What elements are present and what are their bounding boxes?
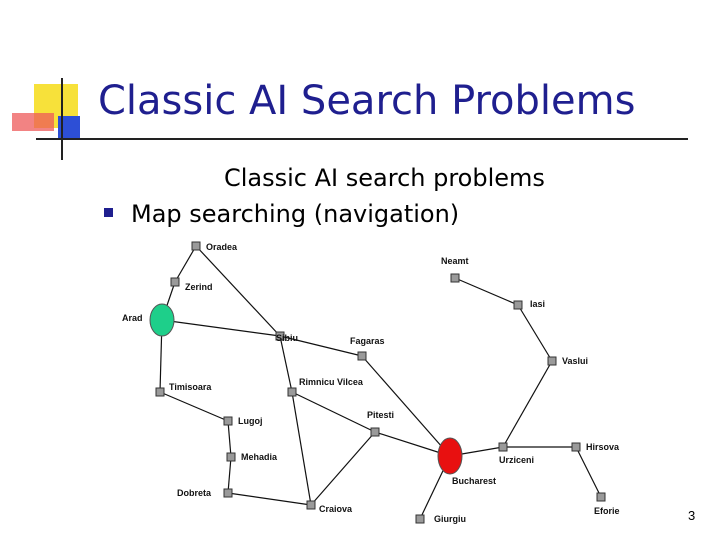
city-node-eforie <box>596 492 606 502</box>
road-vaslui-iasi <box>517 304 553 362</box>
road-timisoara-lugoj <box>159 391 229 422</box>
road-rimnicu-pitesti <box>291 391 376 433</box>
start-node-arad <box>149 303 175 337</box>
city-label-arad: Arad <box>122 313 143 323</box>
city-label-pitesti: Pitesti <box>367 410 394 420</box>
road-oradea-zerind <box>174 245 197 283</box>
city-label-craiova: Craiova <box>319 504 353 514</box>
city-node-urziceni <box>498 442 508 452</box>
title-rule <box>36 138 688 140</box>
city-label-iasi: Iasi <box>530 299 545 309</box>
city-node-craiova <box>306 500 316 510</box>
city-node-sibiu <box>275 331 285 341</box>
city-label-sibiu: Sibiu <box>276 333 298 343</box>
city-label-eforie: Eforie <box>594 506 620 516</box>
city-node-hirsova <box>571 442 581 452</box>
city-node-timisoara <box>155 387 165 397</box>
city-label-timisoara: Timisoara <box>169 382 212 392</box>
city-label-dobreta: Dobreta <box>177 488 212 498</box>
city-label-oradea: Oradea <box>206 242 238 252</box>
city-node-rimnicu <box>287 387 297 397</box>
slide-title: Classic AI Search Problems <box>98 78 636 124</box>
city-label-urziceni: Urziceni <box>499 455 534 465</box>
city-label-mehadia: Mehadia <box>241 452 278 462</box>
goal-node-bucharest <box>437 437 463 475</box>
road-sibiu-rimnicu <box>279 335 293 393</box>
page-number: 3 <box>688 508 696 523</box>
slide-heading: Classic AI search problems <box>224 164 545 192</box>
road-arad-sibiu <box>161 319 281 337</box>
city-node-fagaras <box>357 351 367 361</box>
logo-red-bar <box>12 113 54 131</box>
city-label-giurgiu: Giurgiu <box>434 514 466 524</box>
city-node-oradea <box>191 241 201 251</box>
road-oradea-sibiu <box>195 245 281 337</box>
road-fagaras-bucharest <box>361 355 451 457</box>
bullet-text: Map searching (navigation) <box>131 200 460 228</box>
city-label-vaslui: Vaslui <box>562 356 588 366</box>
city-node-vaslui <box>547 356 557 366</box>
city-node-neamt <box>450 273 460 283</box>
city-node-zerind <box>170 277 180 287</box>
city-label-rimnicu: Rimnicu Vilcea <box>299 377 364 387</box>
city-label-fagaras: Fagaras <box>350 336 385 346</box>
map-roads <box>159 245 602 520</box>
city-node-giurgiu <box>415 514 425 524</box>
city-label-zerind: Zerind <box>185 282 213 292</box>
road-urziceni-vaslui <box>502 360 553 448</box>
logo-blue-square <box>58 116 80 140</box>
road-dobreta-craiova <box>227 492 312 506</box>
road-rimnicu-craiova <box>291 391 312 506</box>
city-node-pitesti <box>370 427 380 437</box>
city-node-iasi <box>513 300 523 310</box>
city-node-lugoj <box>223 416 233 426</box>
city-label-hirsova: Hirsova <box>586 442 620 452</box>
city-node-mehadia <box>226 452 236 462</box>
road-hirsova-eforie <box>575 446 602 498</box>
bullet-square-icon <box>104 208 113 217</box>
road-mehadia-dobreta <box>227 456 232 494</box>
city-label-bucharest: Bucharest <box>452 476 496 486</box>
road-sibiu-fagaras <box>279 335 363 357</box>
city-node-dobreta <box>223 488 233 498</box>
road-craiova-pitesti <box>310 431 376 506</box>
city-label-lugoj: Lugoj <box>238 416 263 426</box>
road-lugoj-mehadia <box>227 420 232 458</box>
city-label-neamt: Neamt <box>441 256 469 266</box>
road-pitesti-bucharest <box>374 431 451 457</box>
road-iasi-neamt <box>454 277 519 306</box>
